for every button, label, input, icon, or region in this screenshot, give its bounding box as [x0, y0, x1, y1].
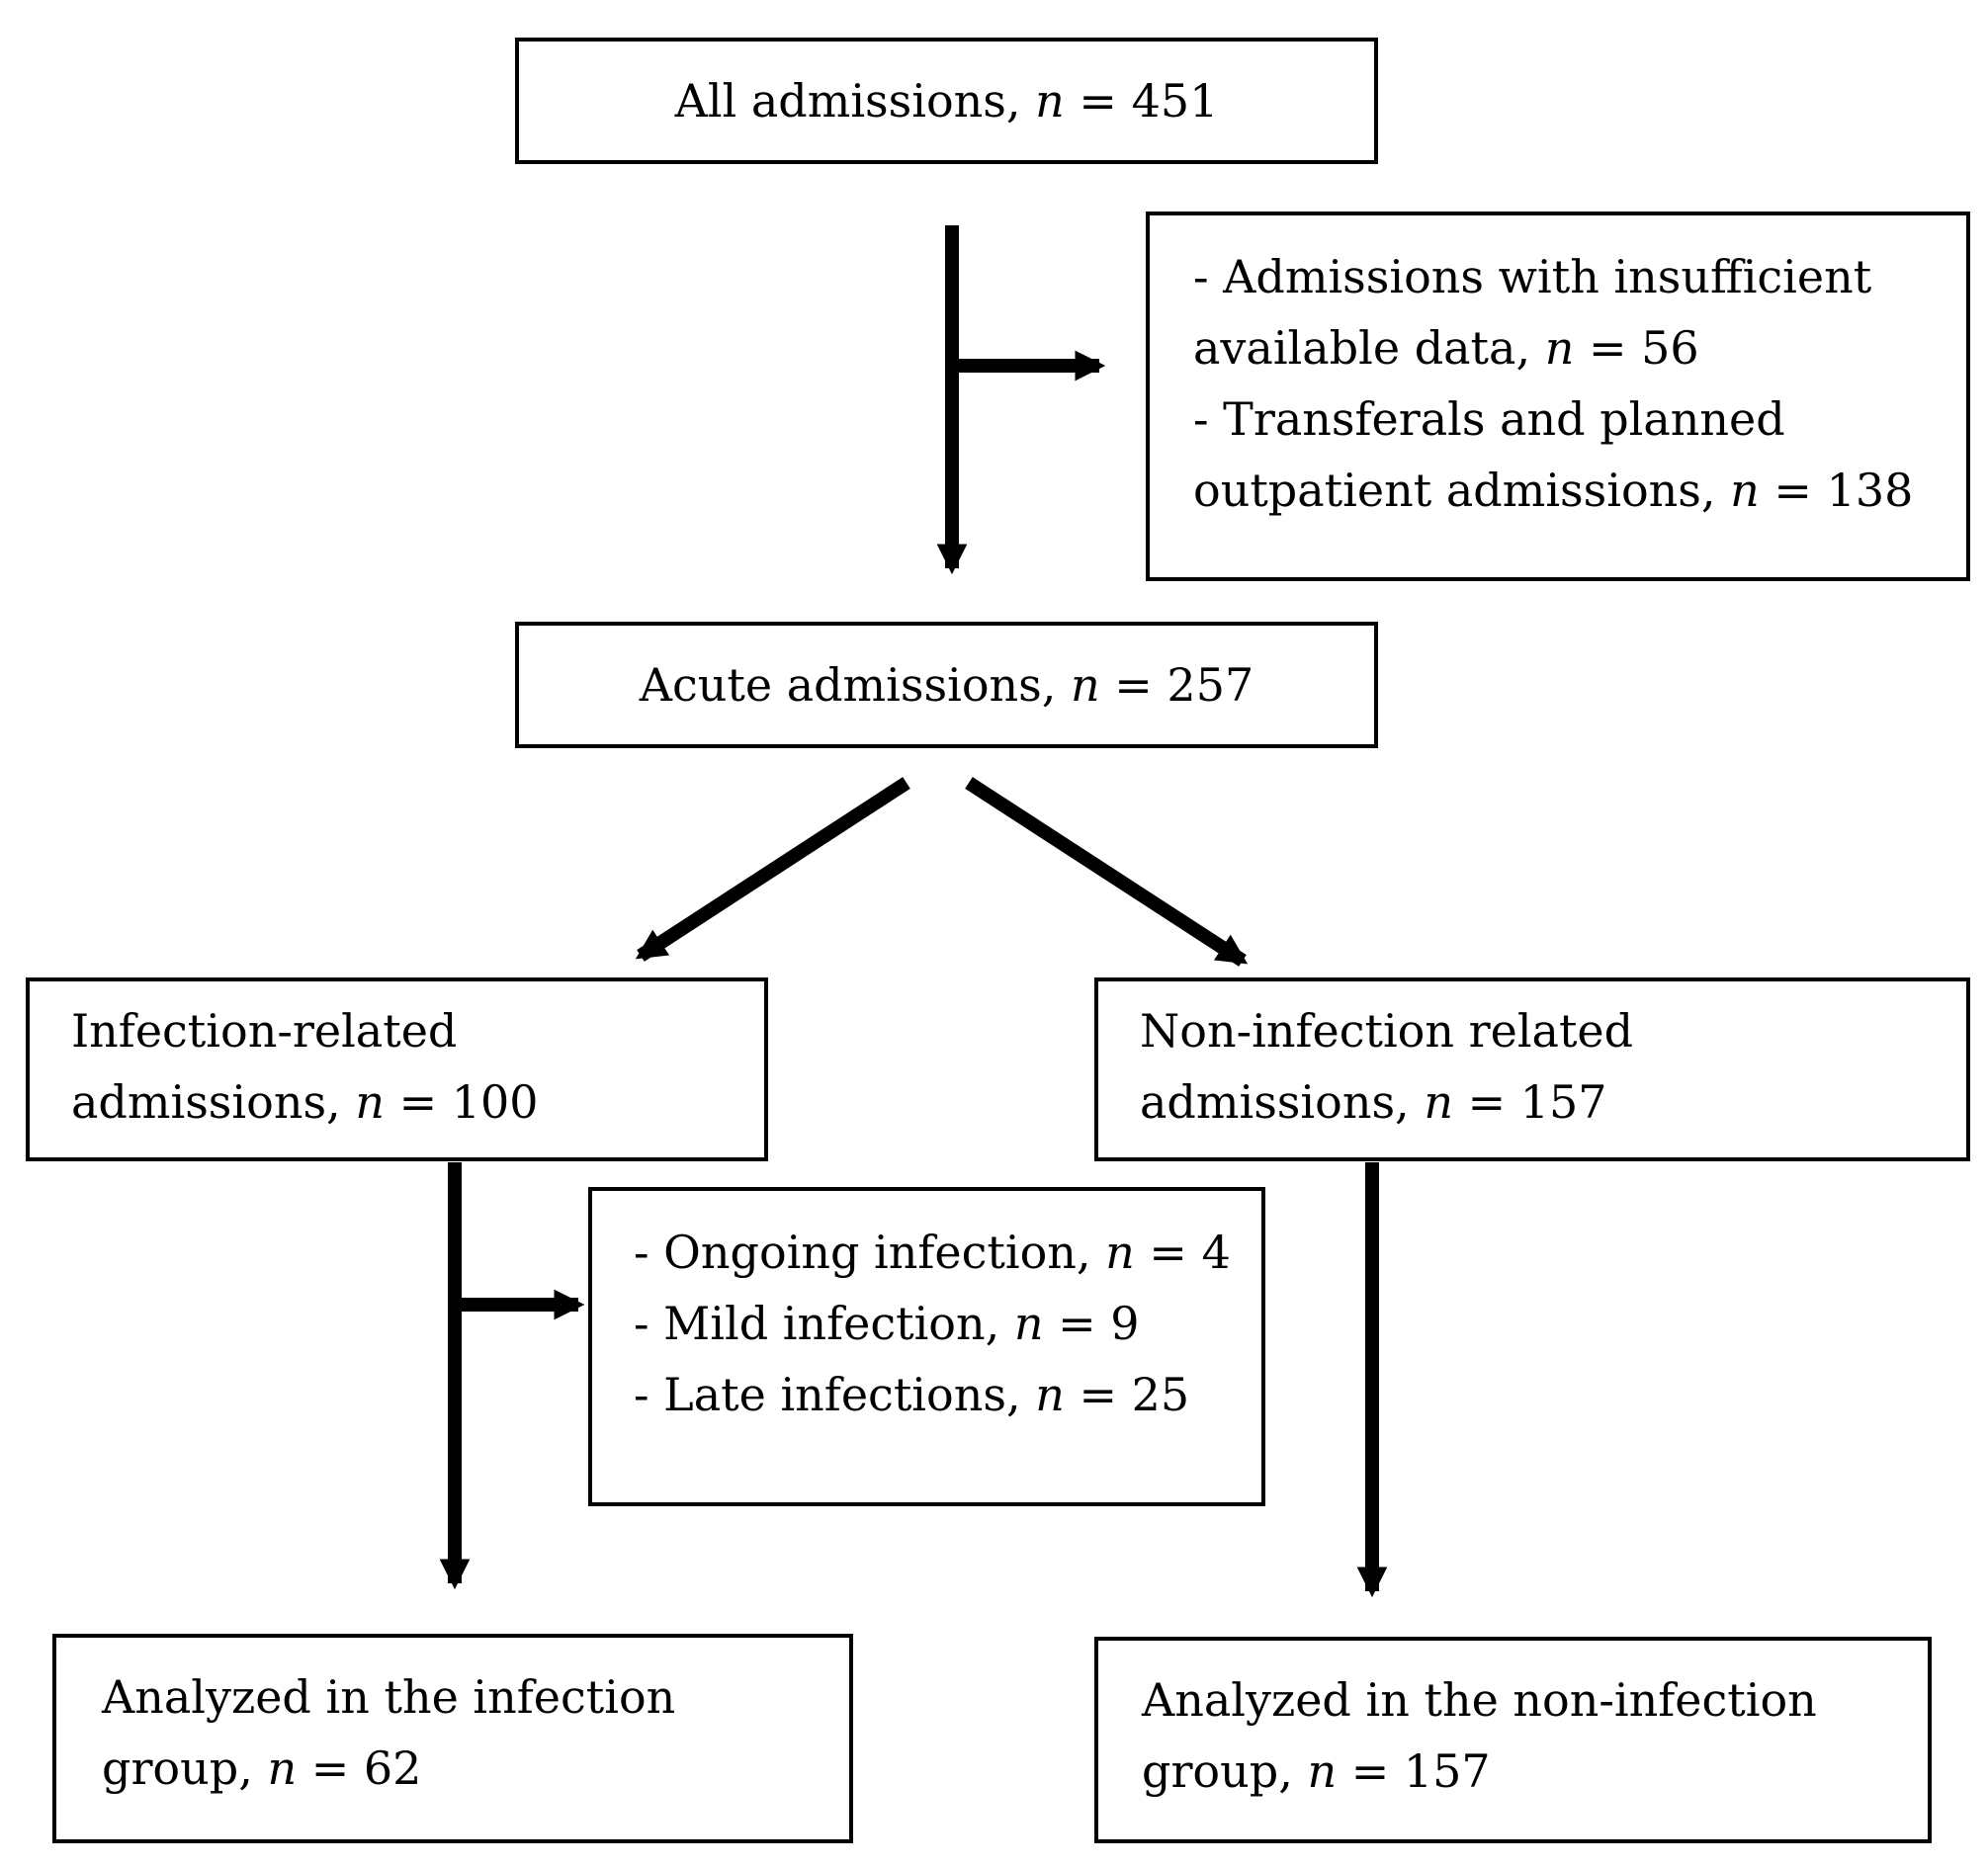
exclusion-1-line-2-text: available data,	[1193, 321, 1545, 375]
n-symbol: n	[1035, 1368, 1065, 1421]
n-symbol: n	[1424, 1075, 1453, 1129]
acute-admissions-box: Acute admissions, n = 257	[515, 622, 1378, 748]
arrow-acute-to-non-infection	[965, 777, 1249, 967]
n-symbol: n	[1544, 321, 1575, 375]
exclusion-2-line-2: - Mild infection, n = 9	[634, 1288, 1261, 1359]
all-admissions-label: All admissions, n = 451	[675, 65, 1219, 136]
n-symbol: n	[1035, 74, 1065, 127]
infection-related-line-1: Infection-related	[71, 1004, 458, 1058]
n-symbol: n	[1013, 1297, 1044, 1350]
exclusion-2-line-1-text: - Ongoing infection,	[634, 1226, 1106, 1279]
infection-related-line-2-text: admissions,	[71, 1075, 356, 1129]
analyzed-infection-count: = 62	[297, 1741, 422, 1795]
exclusion-1-line-4: outpatient admissions, n = 138	[1193, 455, 1966, 526]
exclusion-box-2: - Ongoing infection, n = 4 - Mild infect…	[588, 1187, 1265, 1506]
infection-related-box: Infection-related admissions, n = 100	[26, 977, 768, 1161]
n-symbol: n	[1307, 1744, 1338, 1798]
exclusion-1-line-4-text: outpatient admissions,	[1193, 464, 1731, 517]
non-infection-related-box: Non-infection related admissions, n = 15…	[1094, 977, 1970, 1161]
analyzed-infection-line-1: Analyzed in the infection	[102, 1670, 676, 1724]
n-symbol: n	[1105, 1226, 1135, 1279]
analyzed-non-infection-box: Analyzed in the non-infection group, n =…	[1094, 1637, 1932, 1843]
non-infection-related-line-2-text: admissions,	[1140, 1075, 1425, 1129]
n-symbol: n	[355, 1075, 385, 1129]
all-admissions-count: = 451	[1064, 74, 1219, 127]
n-symbol: n	[267, 1741, 298, 1795]
exclusion-1-line-1: - Admissions with insufficient	[1193, 250, 1872, 303]
exclusion-1-count-2: = 138	[1759, 464, 1914, 517]
non-infection-related-count: = 157	[1452, 1075, 1607, 1129]
acute-admissions-label: Acute admissions, n = 257	[640, 649, 1253, 721]
exclusion-1-count-1: = 56	[1574, 321, 1699, 375]
analyzed-non-infection-count: = 157	[1337, 1744, 1491, 1798]
exclusion-2-count-1: = 4	[1134, 1226, 1231, 1279]
exclusion-2-line-3: - Late infections, n = 25	[634, 1359, 1261, 1430]
n-symbol: n	[1730, 464, 1760, 517]
infection-related-count: = 100	[384, 1075, 539, 1129]
exclusion-box-1: - Admissions with insufficient available…	[1146, 212, 1970, 581]
n-symbol: n	[1071, 658, 1100, 712]
analyzed-infection-line-2: group, n = 62	[102, 1733, 849, 1804]
all-admissions-box: All admissions, n = 451	[515, 38, 1378, 164]
exclusion-1-line-2: available data, n = 56	[1193, 312, 1966, 383]
analyzed-infection-line-2-text: group,	[102, 1741, 268, 1795]
all-admissions-text: All admissions,	[674, 74, 1036, 127]
acute-admissions-text: Acute admissions,	[639, 658, 1071, 712]
exclusion-2-line-1: - Ongoing infection, n = 4	[634, 1217, 1261, 1288]
non-infection-related-line-1: Non-infection related	[1140, 1004, 1634, 1058]
analyzed-non-infection-line-2-text: group,	[1142, 1744, 1308, 1798]
exclusion-1-line-3: - Transferals and planned	[1193, 392, 1785, 446]
exclusion-2-line-3-text: - Late infections,	[634, 1368, 1036, 1421]
acute-admissions-count: = 257	[1099, 658, 1254, 712]
exclusion-2-count-2: = 9	[1043, 1297, 1140, 1350]
arrow-acute-to-infection	[635, 777, 910, 962]
analyzed-non-infection-line-2: group, n = 157	[1142, 1736, 1928, 1807]
non-infection-related-line-2: admissions, n = 157	[1140, 1066, 1966, 1138]
analyzed-non-infection-line-1: Analyzed in the non-infection	[1142, 1673, 1817, 1727]
analyzed-infection-box: Analyzed in the infection group, n = 62	[52, 1634, 853, 1843]
exclusion-2-line-2-text: - Mild infection,	[634, 1297, 1014, 1350]
exclusion-2-count-3: = 25	[1064, 1368, 1190, 1421]
infection-related-line-2: admissions, n = 100	[71, 1066, 764, 1138]
